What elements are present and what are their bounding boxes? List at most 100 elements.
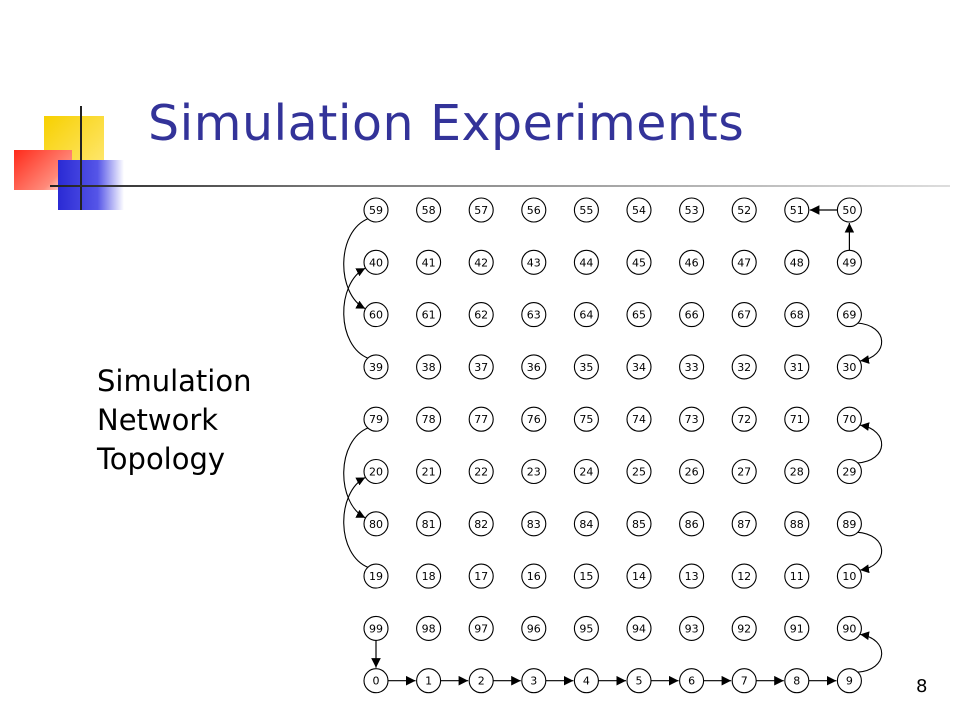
node-circle <box>626 249 652 275</box>
link-39-40 <box>343 267 369 360</box>
node-48: 48 <box>784 249 810 275</box>
node-label: 47 <box>737 256 751 269</box>
node-label: 76 <box>527 413 541 426</box>
node-circle <box>626 668 652 694</box>
node-circle <box>784 615 810 641</box>
node-circle <box>626 511 652 537</box>
node-40: 40 <box>363 249 389 275</box>
node-label: 89 <box>842 518 856 531</box>
node-label: 60 <box>369 309 383 322</box>
node-label: 9 <box>846 675 853 688</box>
node-label: 83 <box>527 518 541 531</box>
node-91: 91 <box>784 615 810 641</box>
node-81: 81 <box>416 511 442 537</box>
node-label: 78 <box>422 413 436 426</box>
node-circle <box>731 302 757 328</box>
node-label: 69 <box>842 309 856 322</box>
node-circle <box>784 458 810 485</box>
node-label: 68 <box>790 309 804 322</box>
node-circle <box>679 197 705 223</box>
node-label: 90 <box>842 622 856 635</box>
node-circle <box>784 511 810 537</box>
node-label: 18 <box>422 570 436 583</box>
node-circle <box>468 197 494 223</box>
node-label: 93 <box>685 622 699 635</box>
node-circle <box>731 406 757 432</box>
node-label: 64 <box>579 309 593 322</box>
node-79: 79 <box>363 406 389 432</box>
node-circle <box>731 458 757 485</box>
node-label: 81 <box>422 518 436 531</box>
node-circle <box>363 406 389 432</box>
node-circle <box>626 302 652 328</box>
node-circle <box>836 458 862 485</box>
node-circle <box>626 197 652 223</box>
node-97: 97 <box>468 615 494 641</box>
node-label: 22 <box>474 466 488 479</box>
node-label: 24 <box>579 466 593 479</box>
node-86: 86 <box>679 511 705 537</box>
node-circle <box>468 406 494 432</box>
node-label: 82 <box>474 518 488 531</box>
links-layer <box>343 205 883 686</box>
node-circle <box>836 354 862 380</box>
node-label: 42 <box>474 256 488 269</box>
node-label: 12 <box>737 570 751 583</box>
node-63: 63 <box>521 302 547 328</box>
node-circle <box>731 354 757 380</box>
node-64: 64 <box>573 302 599 328</box>
node-3: 3 <box>521 668 547 694</box>
link-69-30 <box>856 322 883 364</box>
node-circle <box>416 197 442 223</box>
link-29-70 <box>856 422 883 464</box>
node-label: 95 <box>579 622 593 635</box>
node-circle <box>521 511 547 537</box>
node-circle <box>836 668 862 694</box>
node-label: 1 <box>425 675 432 688</box>
node-circle <box>468 302 494 328</box>
node-circle <box>416 302 442 328</box>
node-circle <box>363 197 389 223</box>
node-circle <box>521 668 547 694</box>
node-circle <box>836 302 862 328</box>
node-label: 49 <box>842 256 856 269</box>
node-label: 2 <box>478 675 485 688</box>
node-circle <box>731 668 757 694</box>
node-label: 34 <box>632 361 646 374</box>
node-circle <box>468 458 494 485</box>
node-20: 20 <box>363 458 389 485</box>
slide-title: Simulation Experiments <box>148 95 745 152</box>
node-74: 74 <box>626 406 652 432</box>
node-circle <box>784 197 810 223</box>
node-circle <box>626 563 652 589</box>
link-9-90 <box>856 631 883 673</box>
node-circle <box>363 302 389 328</box>
node-circle <box>416 615 442 641</box>
node-circle <box>416 563 442 589</box>
node-circle <box>363 354 389 380</box>
node-75: 75 <box>573 406 599 432</box>
node-14: 14 <box>626 563 652 589</box>
side-label-line: Network <box>97 403 219 437</box>
node-label: 19 <box>369 570 383 583</box>
node-circle <box>468 249 494 275</box>
node-15: 15 <box>573 563 599 589</box>
node-50: 50 <box>836 197 862 223</box>
node-label: 65 <box>632 309 646 322</box>
node-23: 23 <box>521 458 547 485</box>
node-67: 67 <box>731 302 757 328</box>
node-circle <box>784 406 810 432</box>
node-label: 17 <box>474 570 488 583</box>
node-label: 58 <box>422 204 436 217</box>
node-label: 79 <box>369 413 383 426</box>
node-label: 86 <box>685 518 699 531</box>
node-label: 11 <box>790 570 804 583</box>
side-label-line: Topology <box>97 442 226 476</box>
node-4: 4 <box>573 668 599 694</box>
node-label: 29 <box>842 466 856 479</box>
node-label: 73 <box>685 413 699 426</box>
node-88: 88 <box>784 511 810 537</box>
node-66: 66 <box>679 302 705 328</box>
node-circle <box>679 406 705 432</box>
